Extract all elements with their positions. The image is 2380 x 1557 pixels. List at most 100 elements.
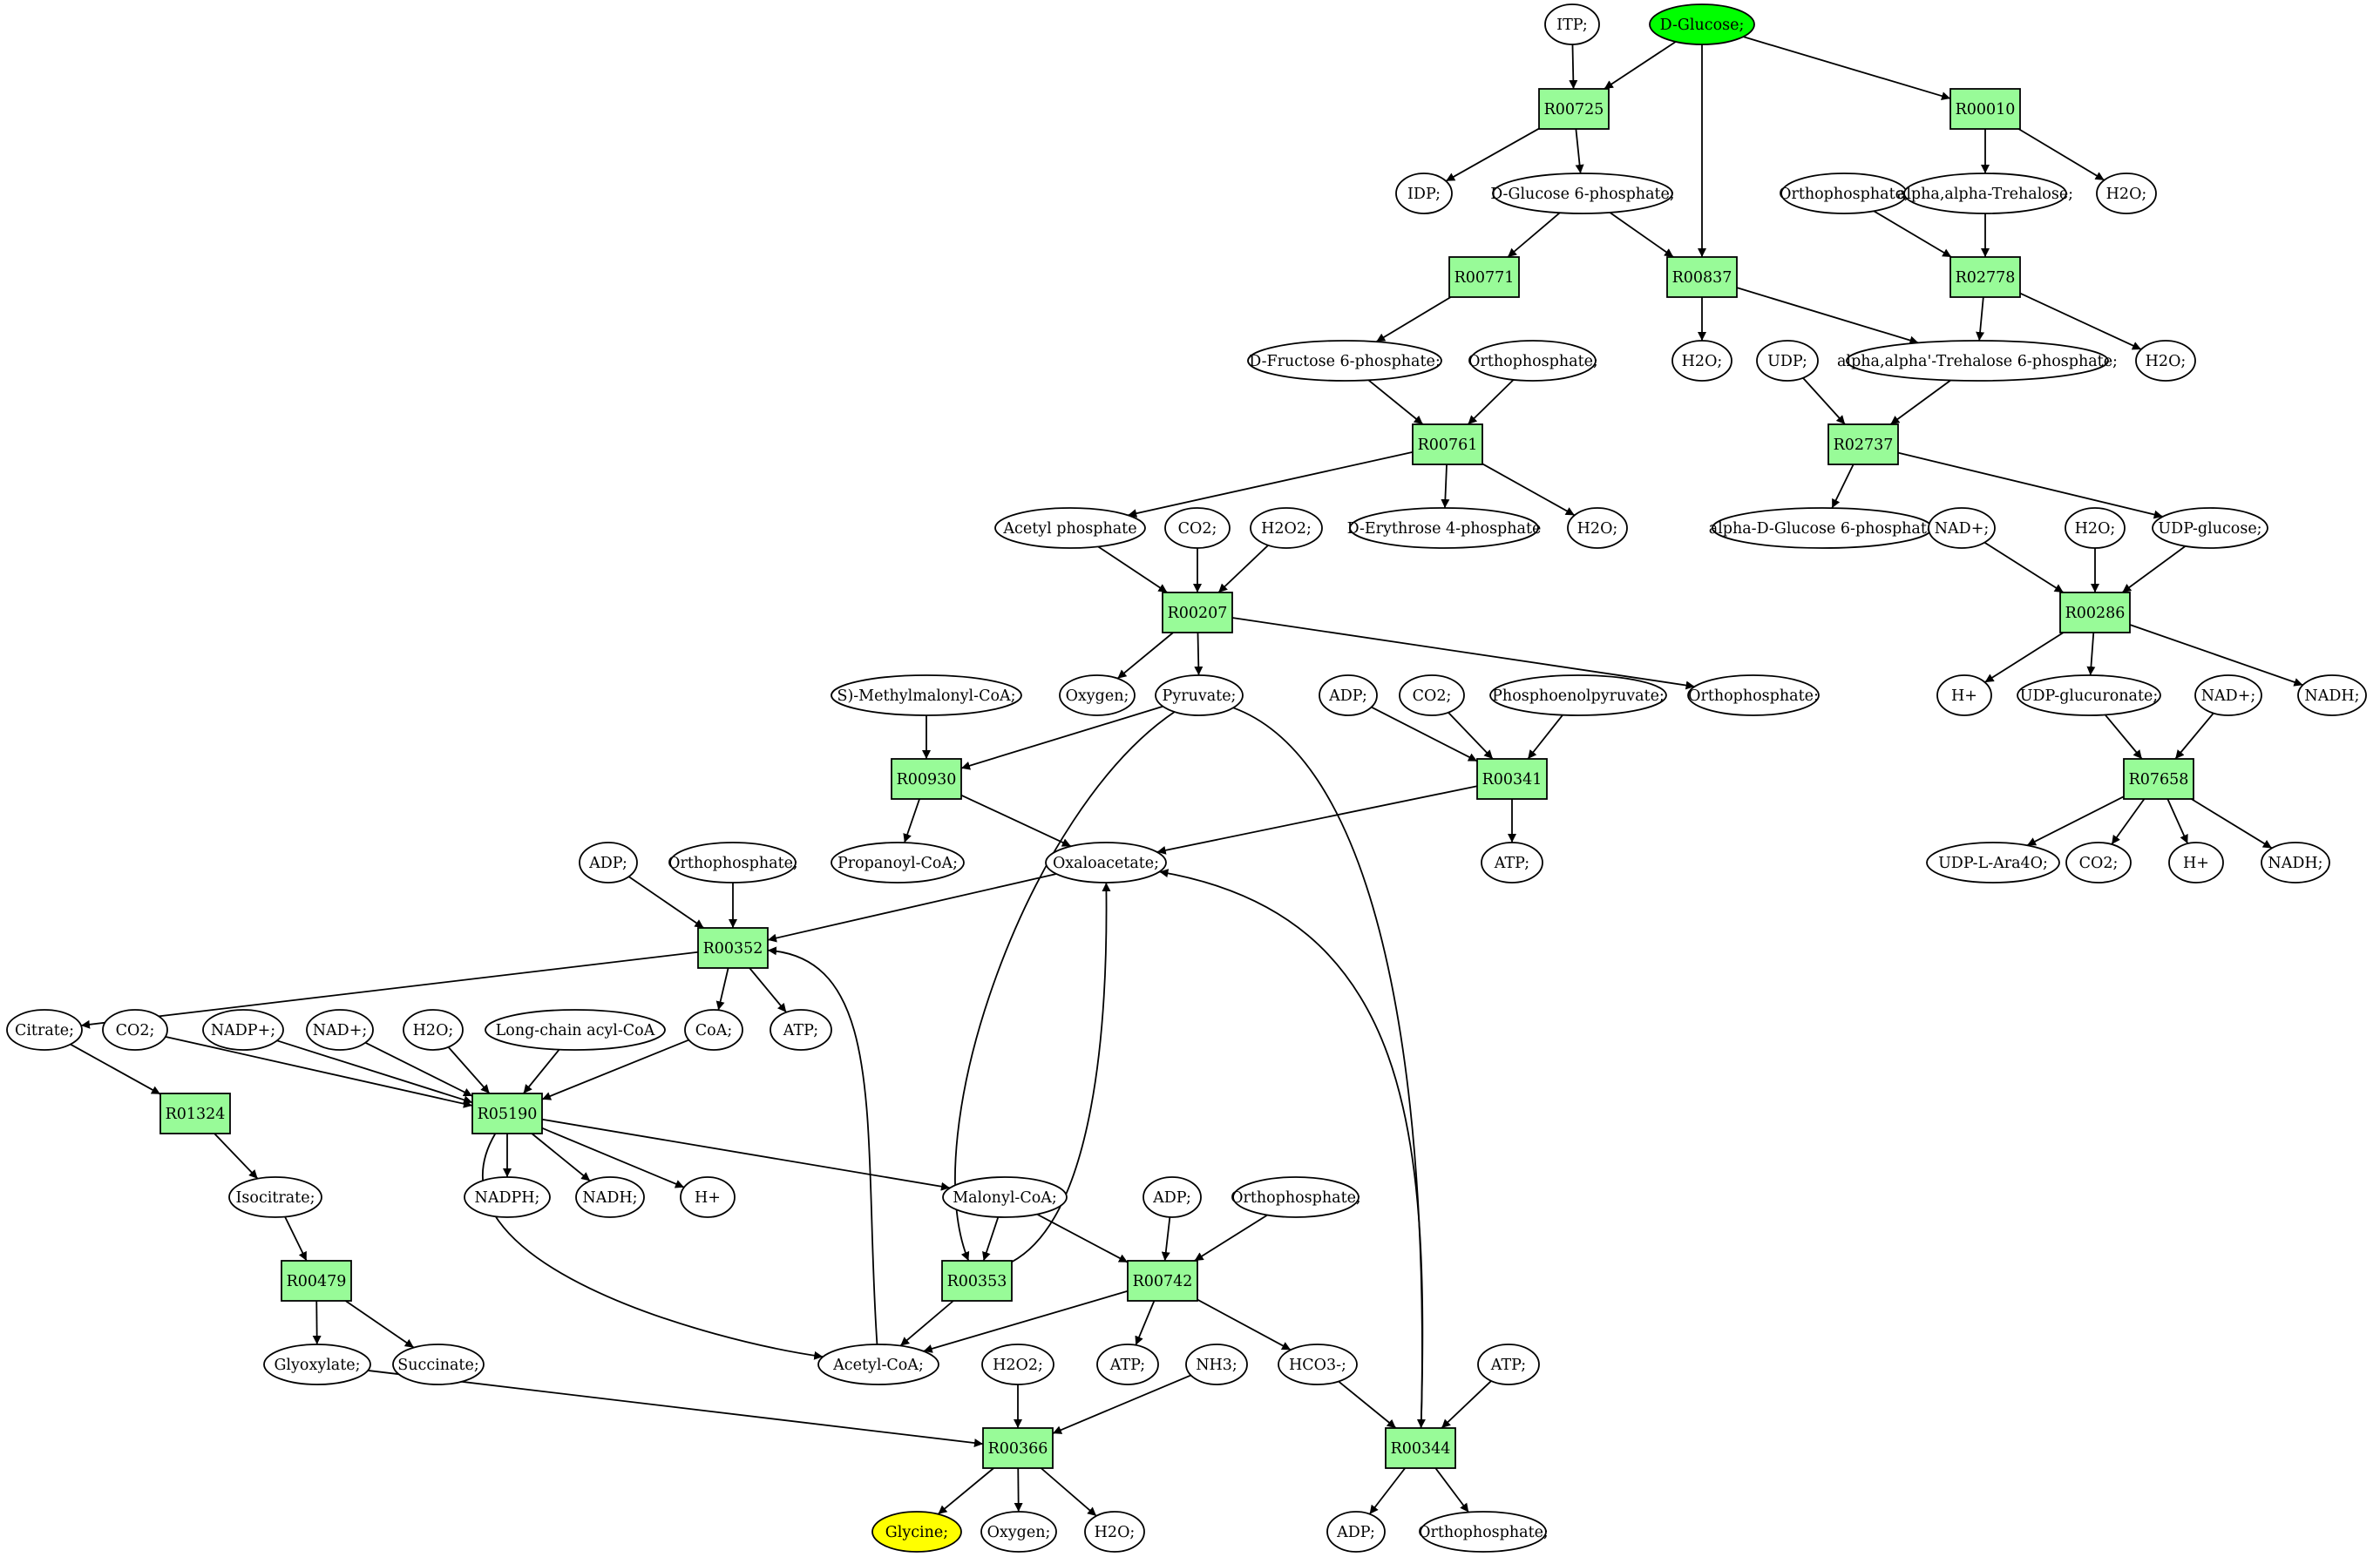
node-label: R00286 xyxy=(2065,605,2126,622)
edge-r07658-to-co2c xyxy=(2111,798,2146,845)
compound-ellipse xyxy=(2065,842,2132,883)
edge-pi1-to-r02778 xyxy=(1873,210,1952,258)
compound-ellipse xyxy=(263,1344,371,1385)
node-label: R00352 xyxy=(703,940,763,958)
compound-ellipse xyxy=(817,1344,939,1385)
compound-ellipse xyxy=(1250,507,1323,549)
edge-dglc-to-r00010 xyxy=(1743,36,1951,100)
node-label: UDP-glucuronate; xyxy=(2020,687,2159,705)
edge-r00761-to-h2o4 xyxy=(1482,463,1576,517)
compound-ellipse xyxy=(1926,842,2060,883)
compound-ellipse xyxy=(1903,173,2067,214)
compound-ellipse xyxy=(1489,674,1667,716)
compound-node-nadh3: NADH; xyxy=(575,1176,645,1218)
node-label: H2O2; xyxy=(1261,520,1312,538)
reaction-box xyxy=(891,758,962,800)
compound-ellipse xyxy=(684,1009,743,1051)
compound-node-co2d: CO2; xyxy=(102,1009,168,1051)
node-label: R00725 xyxy=(1544,101,1604,118)
node-label: HCO3-; xyxy=(1289,1357,1346,1374)
reaction-box xyxy=(1666,256,1738,298)
node-label: D-Fructose 6-phosphate; xyxy=(1249,353,1441,370)
compound-node-oxy2: Oxygen; xyxy=(980,1511,1057,1553)
compound-node-h2o1: H2O; xyxy=(2096,173,2157,214)
edge-r00286-to-hp1 xyxy=(1984,632,2065,683)
node-label: Oxygen; xyxy=(987,1524,1051,1541)
edge-r00742-to-accoa xyxy=(923,1290,1129,1353)
edge-r00930-to-ppcoa xyxy=(903,798,920,843)
compound-ellipse xyxy=(464,1176,551,1218)
node-label: R00353 xyxy=(947,1273,1007,1290)
edge-r02737-to-ag6p xyxy=(1831,464,1855,509)
edge-r00725-to-g6p xyxy=(1575,128,1584,174)
compound-ellipse xyxy=(579,842,638,883)
compound-ellipse xyxy=(981,1344,1054,1385)
node-label: H+ xyxy=(1951,687,1977,705)
node-label: Isocitrate; xyxy=(236,1189,315,1207)
reaction-box xyxy=(1827,423,1899,465)
compound-ellipse xyxy=(2152,507,2268,549)
edge-r01324-to-icit xyxy=(214,1133,259,1180)
node-label: CO2; xyxy=(1413,687,1452,705)
reaction-node-r07658: R07658 xyxy=(2123,758,2194,800)
edge-r00352-to-atp2 xyxy=(749,967,787,1013)
compound-ellipse xyxy=(403,1009,464,1051)
reaction-box xyxy=(1162,592,1233,633)
node-label: CO2; xyxy=(116,1022,155,1039)
edge-coa-to-r05190 xyxy=(541,1039,689,1100)
compound-node-hp2: H+ xyxy=(2168,842,2224,883)
reaction-box xyxy=(281,1260,352,1302)
compound-ellipse xyxy=(770,1009,832,1051)
node-label: R00010 xyxy=(1956,101,2016,118)
node-label: alpha,alpha-Trehalose; xyxy=(1897,186,2073,203)
edge-r00010-to-h2o1 xyxy=(2017,128,2105,181)
compound-ellipse xyxy=(1059,674,1136,716)
reaction-node-r00341: R00341 xyxy=(1476,758,1548,800)
compound-ellipse xyxy=(2096,173,2157,214)
edge-r02778-to-t6p xyxy=(1976,296,1985,342)
node-label: Phosphoenolpyruvate; xyxy=(1492,687,1665,705)
compound-node-udpg: UDP-glucose; xyxy=(2152,507,2268,549)
compound-ellipse xyxy=(1477,1344,1540,1385)
reaction-node-r00207: R00207 xyxy=(1162,592,1233,633)
edge-r00344-to-oaa xyxy=(1159,869,1424,1429)
node-label: Orthophosphate; xyxy=(1418,1524,1549,1541)
reaction-node-r00286: R00286 xyxy=(2059,592,2131,633)
node-label: Malonyl-CoA; xyxy=(953,1189,1057,1207)
node-label: H+ xyxy=(695,1189,721,1207)
node-label: Acetyl-CoA; xyxy=(832,1357,924,1374)
compound-ellipse xyxy=(1420,1511,1547,1553)
reaction-box xyxy=(2123,758,2194,800)
node-label: ATP; xyxy=(1109,1357,1145,1374)
compound-node-co2c: CO2; xyxy=(2065,842,2132,883)
node-label: R00341 xyxy=(1482,771,1543,789)
compound-ellipse xyxy=(1846,340,2109,382)
reaction-box xyxy=(1448,256,1520,298)
compound-ellipse xyxy=(2065,507,2126,549)
reaction-box xyxy=(1949,88,2021,130)
edge-nadp2-to-r07658 xyxy=(2174,712,2214,760)
node-label: Citrate; xyxy=(15,1022,74,1039)
compound-node-nadp2: NAD+; xyxy=(2194,674,2262,716)
compound-ellipse xyxy=(228,1176,322,1218)
reaction-node-r00352: R00352 xyxy=(697,927,769,969)
compound-node-hp1: H+ xyxy=(1936,674,1992,716)
compound-node-adp3: ADP; xyxy=(1143,1176,1202,1218)
edge-nadp3-to-r05190 xyxy=(364,1041,473,1097)
compound-ellipse xyxy=(1756,340,1819,382)
edge-r07658-to-hp2 xyxy=(2166,798,2189,844)
edge-pyr-to-r00930 xyxy=(960,705,1163,770)
compound-ellipse xyxy=(1481,842,1543,883)
edge-h2o2a-to-r00207 xyxy=(1217,545,1269,593)
compound-node-mmcoa: S)-Methylmalonyl-CoA; xyxy=(831,674,1022,716)
compound-node-oaa: Oxaloacetate; xyxy=(1045,842,1167,883)
compound-node-treh: alpha,alpha-Trehalose; xyxy=(1897,173,2073,214)
node-label: ATP; xyxy=(1494,855,1529,872)
node-label: NAD+; xyxy=(313,1022,368,1039)
compound-ellipse xyxy=(102,1009,168,1051)
compound-node-idp: IDP; xyxy=(1395,173,1453,214)
compound-node-h2o3: H2O; xyxy=(2135,340,2196,382)
edge-r00286-to-nadh1 xyxy=(2129,624,2303,687)
reaction-node-r02737: R02737 xyxy=(1827,423,1899,465)
